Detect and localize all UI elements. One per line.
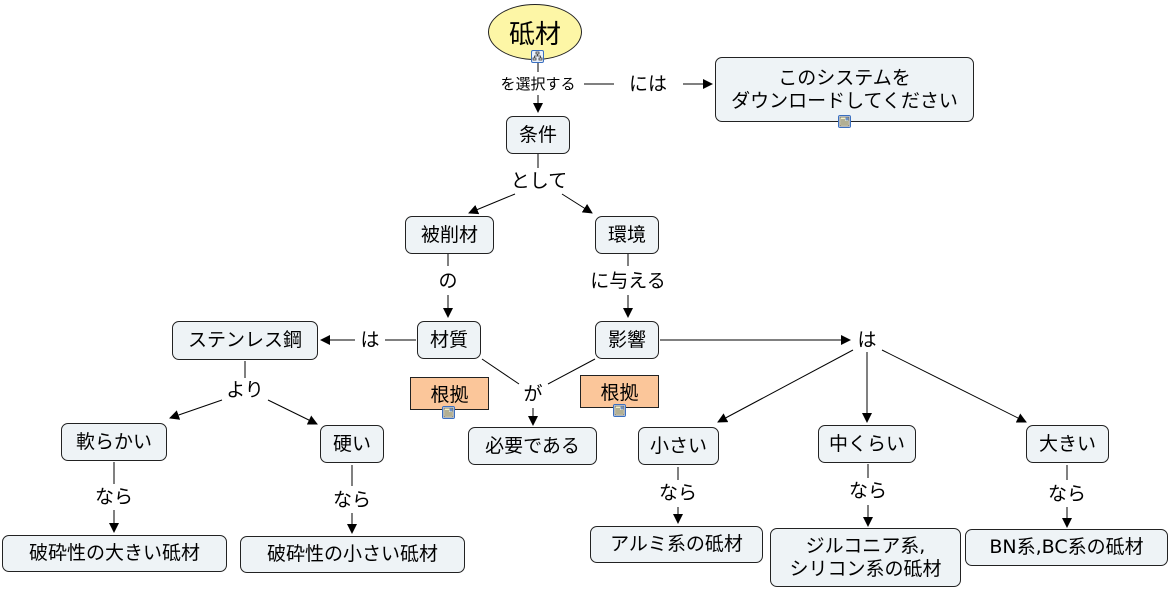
- node-label: ステンレス鋼: [187, 329, 302, 351]
- node-high-friability-abrasive[interactable]: 破砕性の大きい砥材: [2, 535, 227, 572]
- link-label-as: として: [508, 170, 570, 192]
- link-label-no: の: [436, 270, 460, 292]
- node-condition[interactable]: 条件: [506, 116, 570, 154]
- link-label-nara-hard: なら: [330, 489, 374, 511]
- link-label-yori: より: [224, 379, 266, 401]
- link-label-wa-right: は: [855, 329, 879, 351]
- concept-map-icon[interactable]: [531, 50, 544, 63]
- node-stainless-steel[interactable]: ステンレス鋼: [172, 321, 318, 360]
- node-medium[interactable]: 中くらい: [818, 425, 916, 463]
- node-environment[interactable]: 環境: [595, 216, 659, 254]
- link-label-select: を選択する: [498, 73, 578, 95]
- node-workpiece[interactable]: 被削材: [405, 216, 494, 254]
- node-label: 大きい: [1038, 432, 1096, 455]
- node-label: BN系,BC系の砥材: [989, 536, 1144, 558]
- document-resource-icon[interactable]: [442, 406, 455, 419]
- node-label: 被削材: [420, 223, 478, 246]
- node-influence[interactable]: 影響: [595, 321, 659, 359]
- node-small[interactable]: 小さい: [638, 427, 719, 465]
- note-label: 根拠: [600, 382, 639, 404]
- note-basis-left[interactable]: 根拠: [410, 377, 489, 410]
- node-bn-bc-abrasive[interactable]: BN系,BC系の砥材: [965, 529, 1168, 566]
- node-necessary[interactable]: 必要である: [468, 427, 597, 465]
- node-label: 条件: [518, 123, 557, 146]
- link-label-ga: が: [521, 383, 545, 405]
- node-label: 環境: [607, 223, 646, 246]
- node-label: アルミ系の砥材: [610, 533, 743, 555]
- node-low-friability-abrasive[interactable]: 破砕性の小さい砥材: [240, 536, 465, 573]
- node-zirconia-silicon-abrasive[interactable]: ジルコニア系, シリコン系の砥材: [770, 528, 961, 587]
- link-label-nara-medium: なら: [846, 480, 890, 502]
- document-resource-icon[interactable]: [613, 404, 626, 417]
- node-hard[interactable]: 硬い: [320, 425, 384, 463]
- node-label: ジルコニア系, シリコン系の砥材: [789, 534, 942, 580]
- node-label: このシステムを ダウンロードしてください: [731, 66, 958, 112]
- link-label-nara-large: なら: [1045, 483, 1089, 505]
- node-soft[interactable]: 軟らかい: [61, 423, 167, 461]
- root-label: 砥材: [508, 19, 561, 50]
- note-label: 根拠: [430, 384, 469, 406]
- node-download-system[interactable]: このシステムを ダウンロードしてください: [715, 57, 974, 122]
- node-label: 破砕性の小さい砥材: [266, 543, 438, 565]
- link-label-nara-small: なら: [656, 482, 700, 504]
- node-label: 影響: [607, 328, 646, 351]
- link-label-nara-soft: なら: [92, 486, 136, 508]
- node-label: 軟らかい: [75, 430, 152, 453]
- node-label: 材質: [429, 328, 468, 351]
- node-alumina-abrasive[interactable]: アルミ系の砥材: [590, 526, 763, 563]
- node-label: 中くらい: [828, 432, 905, 455]
- link-label-affects: に与える: [588, 270, 668, 292]
- node-label: 必要である: [485, 434, 580, 457]
- document-resource-icon[interactable]: [838, 115, 851, 128]
- node-material[interactable]: 材質: [417, 321, 481, 359]
- link-label-wa-left: は: [358, 329, 382, 351]
- node-label: 小さい: [649, 434, 707, 457]
- link-label-ni-wa: には: [626, 73, 670, 95]
- node-large[interactable]: 大きい: [1026, 425, 1109, 463]
- note-basis-right[interactable]: 根拠: [580, 375, 659, 408]
- node-label: 硬い: [332, 432, 371, 455]
- node-label: 破砕性の大きい砥材: [28, 542, 200, 564]
